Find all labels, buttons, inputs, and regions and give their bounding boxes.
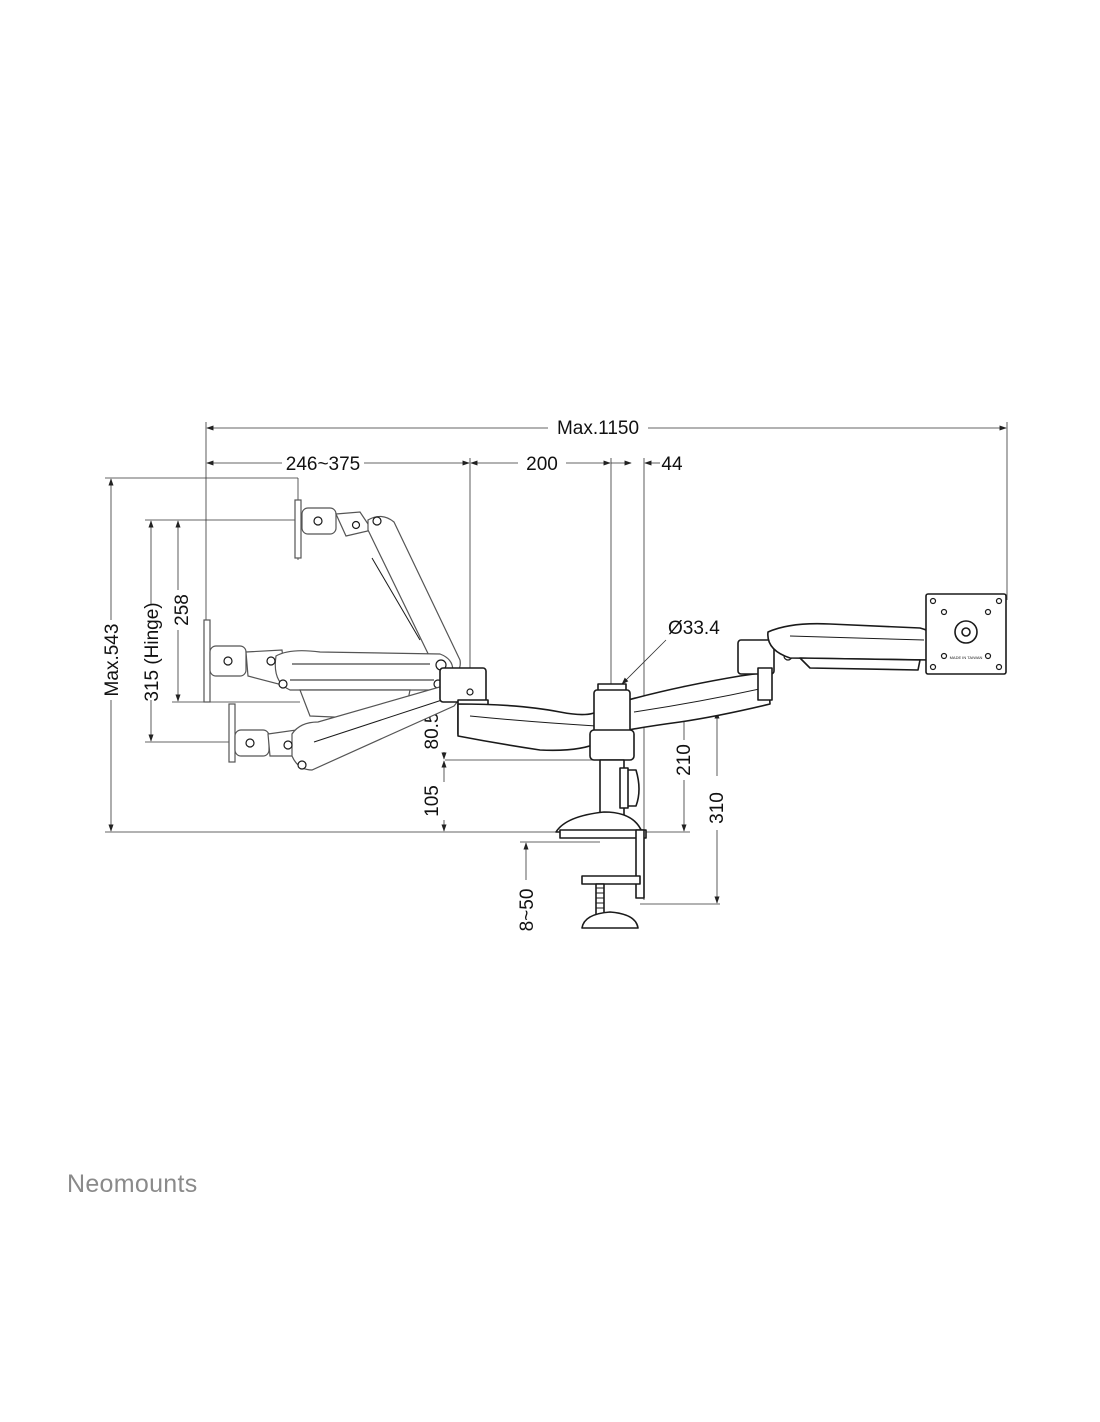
label-pole-height: 105: [422, 785, 443, 817]
label-base-offset: 80.5: [422, 713, 443, 750]
right-forearm: [767, 622, 937, 661]
label-arm-height: 210: [674, 744, 695, 776]
label-segment-44: 44: [661, 454, 683, 475]
clamp-screw: [595, 883, 605, 917]
label-pole-diameter: Ø33.4: [668, 618, 720, 639]
label-max-width: Max.1150: [557, 418, 639, 439]
vesa-plate: MADE IN TAIWAN: [925, 593, 1007, 675]
plate-label: MADE IN TAIWAN: [950, 655, 983, 660]
label-clamp-range: 8~50: [517, 889, 538, 932]
label-tilt-height: 258: [172, 594, 193, 626]
dimension-labels: Max.1150 246~375 200 44 Ø33.4 Max.543 31…: [102, 418, 728, 931]
brand-logo: Neomounts: [67, 1170, 198, 1198]
label-hinge-height: 315 (Hinge): [142, 602, 163, 701]
left-main-arm: [457, 703, 601, 752]
label-arm-range: 246~375: [286, 454, 361, 475]
desk-clamp: [555, 811, 647, 929]
label-segment-200: 200: [526, 454, 558, 475]
mount-arm-illustration: MADE IN TAIWAN: [203, 499, 1007, 929]
label-total-height: 310: [707, 792, 728, 824]
arm-position-lowered: [228, 683, 463, 771]
arm-position-raised: [294, 499, 461, 677]
dimension-lines: [105, 422, 1008, 905]
mount-pole: [589, 683, 640, 817]
label-max-height: Max.543: [102, 624, 123, 697]
